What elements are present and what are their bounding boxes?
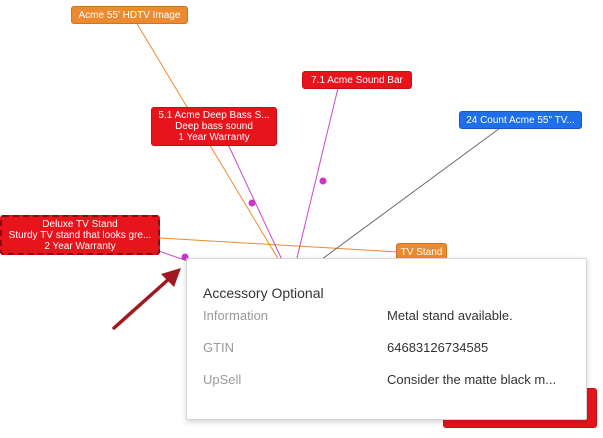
tooltip-label: GTIN [203, 340, 235, 355]
edge-dot[interactable] [319, 177, 327, 185]
node-deep-bass-speaker[interactable]: 5.1 Acme Deep Bass S... Deep bass sound … [151, 107, 277, 146]
node-sound-bar[interactable]: 7.1 Acme Sound Bar [302, 71, 412, 89]
tooltip-label: UpSell [203, 372, 242, 387]
pointer-arrow-shaft [112, 276, 172, 330]
node-acme-hdtv-image[interactable]: Acme 55' HDTV Image [71, 6, 188, 24]
edge-deluxe-stand-tv-stand [159, 237, 399, 253]
edge-sound-bar [295, 87, 339, 263]
tooltip-value: Consider the matte black m... [387, 372, 557, 387]
edge-24-count [317, 127, 501, 263]
tooltip-value: 64683126734585 [387, 340, 489, 355]
node-description: Deep bass sound [175, 121, 253, 132]
node-label: 24 Count Acme 55" TV... [466, 115, 575, 126]
node-label: Deluxe TV Stand [42, 219, 118, 230]
node-description: Sturdy TV stand that looks gre... [8, 230, 152, 241]
node-24-count-tv[interactable]: 24 Count Acme 55" TV... [459, 111, 582, 129]
node-label: Acme 55' HDTV Image [78, 10, 181, 21]
pointer-arrow-head [161, 268, 181, 287]
tooltip-value: Metal stand available. [387, 308, 513, 323]
tooltip-label: Information [203, 308, 269, 323]
node-label: TV Stand [400, 247, 443, 258]
node-label: 7.1 Acme Sound Bar [311, 75, 403, 86]
node-label: 5.1 Acme Deep Bass S... [158, 110, 270, 121]
edge-dot[interactable] [248, 199, 256, 207]
edge-tooltip: Accessory Optional Information Metal sta… [186, 258, 587, 420]
tooltip-title: Accessory Optional [203, 285, 324, 301]
node-deluxe-tv-stand[interactable]: Deluxe TV Stand Sturdy TV stand that loo… [0, 215, 160, 255]
node-warranty: 2 Year Warranty [44, 241, 116, 252]
node-warranty: 1 Year Warranty [178, 132, 250, 143]
